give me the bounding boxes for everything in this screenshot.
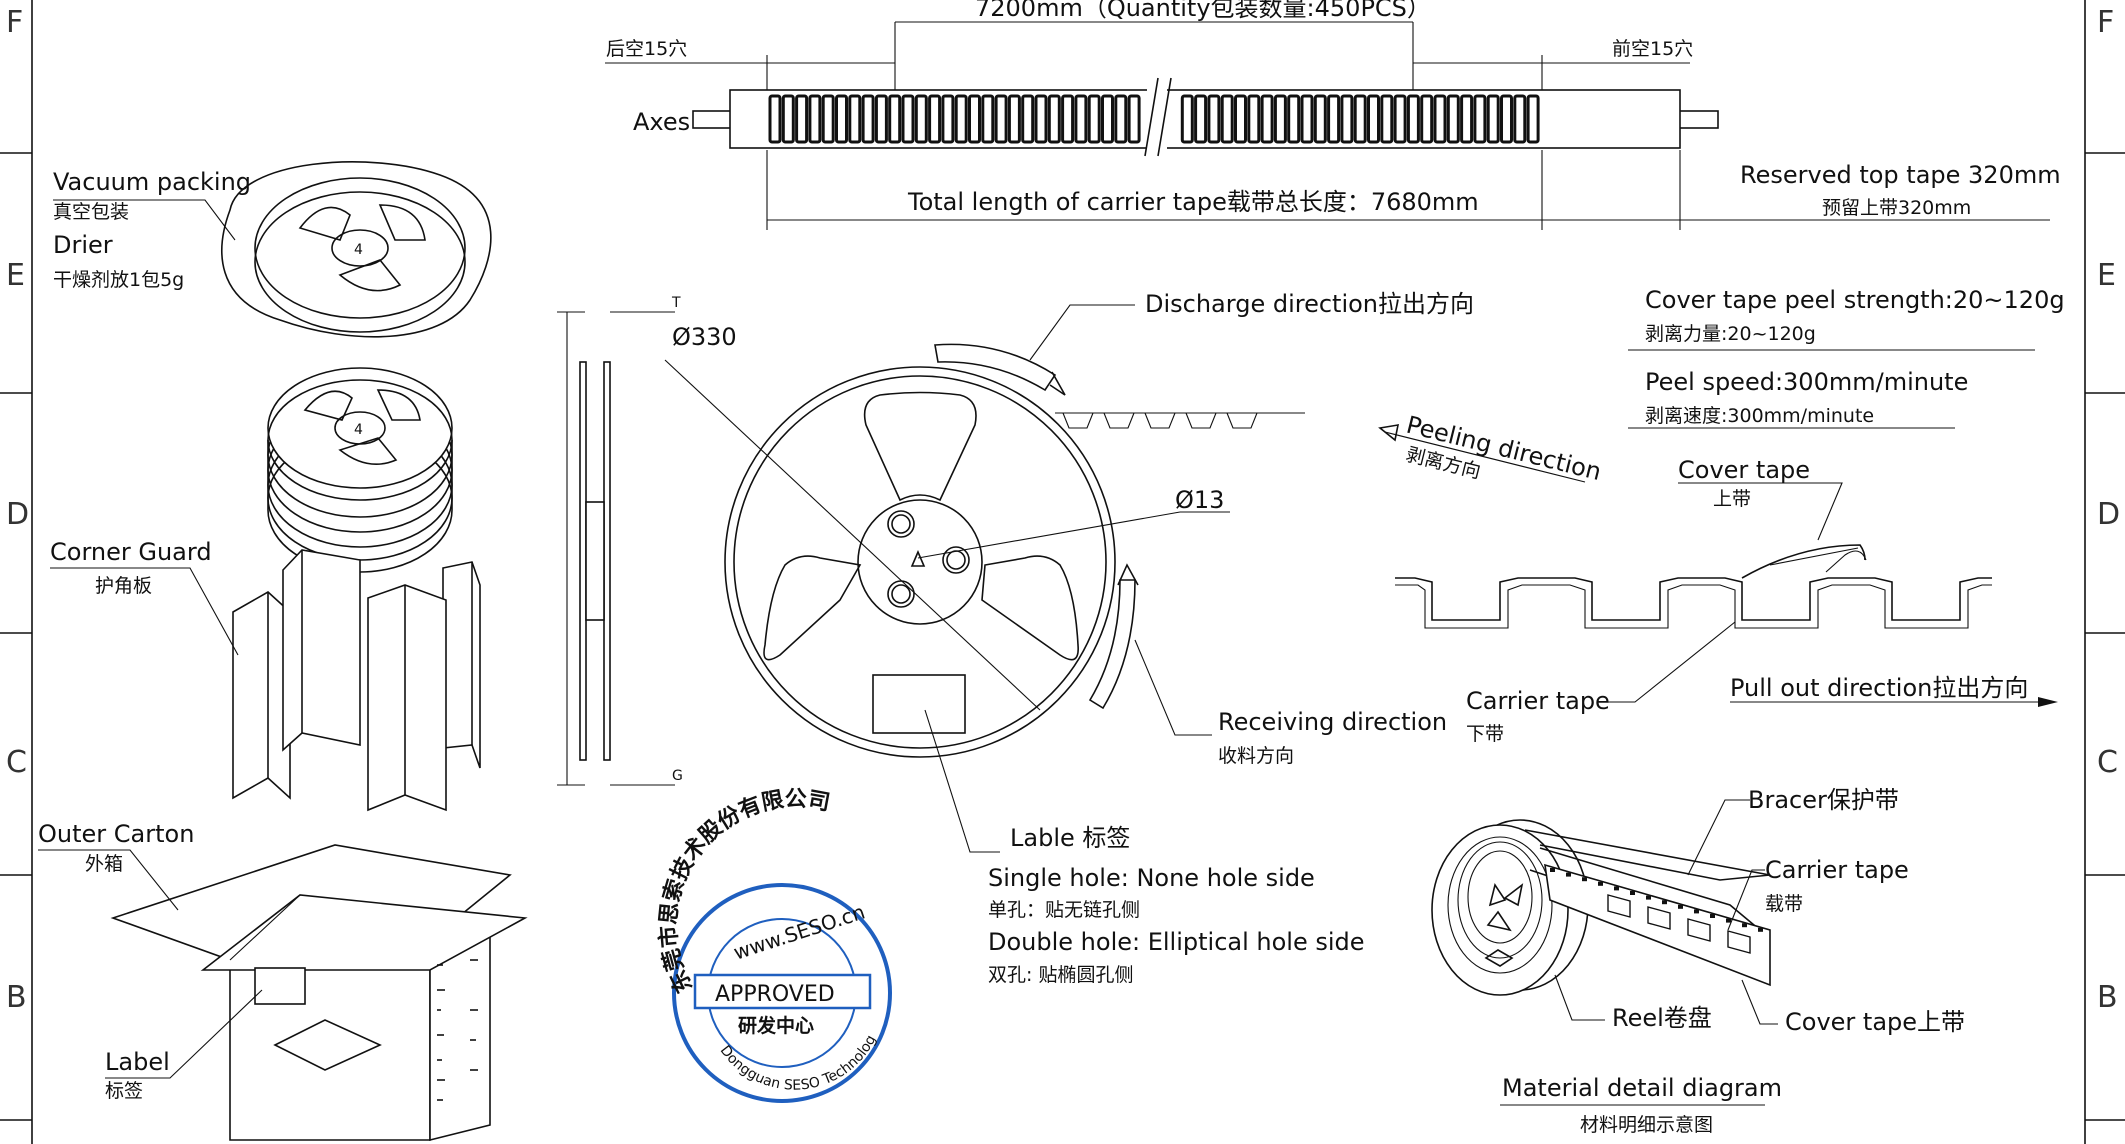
corner-guard-label: Corner Guard [50, 538, 212, 566]
outer-carton-label-cn: 外箱 [85, 853, 123, 875]
svg-text:4: 4 [354, 422, 363, 438]
material-cover-tape-label: Cover tape上带 [1785, 1008, 1965, 1036]
zone-left-e: E [6, 258, 25, 293]
single-hole-label: Single hole: None hole side [988, 864, 1315, 892]
front-empty-label: 前空15穴 [1612, 38, 1693, 60]
double-hole-label: Double hole: Elliptical hole side [988, 928, 1365, 956]
drier-label: Drier [53, 231, 113, 259]
vacuum-packing-label-cn: 真空包装 [53, 201, 129, 223]
vacuum-packing-label: Vacuum packing [53, 168, 251, 196]
carrier-tape-label: Carrier tape [1466, 687, 1610, 715]
material-diagram-title: Material detail diagram [1502, 1074, 1782, 1102]
label-label-cn: 标签 [105, 1080, 143, 1102]
reel-label: Reel卷盘 [1612, 1004, 1712, 1032]
total-length-label: Total length of carrier tape载带总长度：7680mm [907, 188, 1479, 216]
stacked-reels: 4 [267, 367, 453, 573]
carrier-tape-layout: 7200mm（Quantity包装数量:450PCS） 后空15穴 前空15穴 … [605, 0, 2061, 230]
cover-strength-label-cn: 剥离力量:20~120g [1645, 323, 1816, 345]
zone-right-c: C [2097, 745, 2118, 780]
single-hole-label-cn: 单孔：贴无链孔侧 [988, 899, 1140, 921]
drier-label-cn: 干燥剂放1包5g [53, 269, 184, 291]
stamp-approved: APPROVED [715, 982, 835, 1007]
zone-left-f: F [6, 5, 23, 40]
zone-right-f: F [2097, 5, 2114, 40]
reserved-top-label: Reserved top tape 320mm [1740, 161, 2061, 189]
reel-label-box [872, 674, 966, 734]
carrier-tape-label-cn: 下带 [1466, 723, 1504, 745]
reserved-top-label-cn: 预留上带320mm [1822, 197, 1971, 219]
tape-pockets [768, 94, 1540, 144]
cover-tape-label: Cover tape [1678, 456, 1810, 484]
peel-specification: Cover tape peel strength:20~120g 剥离力量:20… [1378, 286, 2065, 745]
back-empty-label: 后空15穴 [606, 38, 687, 60]
cover-strength-label: Cover tape peel strength:20~120g [1645, 286, 2065, 314]
corner-guard-label-cn: 护角板 [95, 575, 152, 597]
cover-tape-label-cn: 上带 [1713, 488, 1751, 510]
carton-side-marks [437, 959, 478, 1101]
zone-right-d: D [2097, 497, 2120, 532]
label-label: Label [105, 1048, 170, 1076]
zone-left-b: B [6, 980, 27, 1015]
diameter-13-label: Ø13 [1175, 486, 1224, 514]
peel-speed-label: Peel speed:300mm/minute [1645, 368, 1968, 396]
bracer-label: Bracer保护带 [1748, 786, 1899, 814]
svg-text:4: 4 [354, 242, 363, 258]
stamp-url: www.SESO.cn [730, 900, 867, 965]
carton-label [254, 967, 306, 1005]
zone-left-c: C [6, 745, 27, 780]
material-tape-holes [1550, 868, 1763, 954]
material-carrier-tape-label: Carrier tape [1765, 856, 1909, 884]
outer-carton-label: Outer Carton [38, 820, 194, 848]
double-hole-label-cn: 双孔: 贴椭圆孔侧 [988, 964, 1133, 986]
outer-carton: Outer Carton 外箱 Label 标签 [38, 820, 528, 1142]
reel-lable-label: Lable 标签 [1010, 824, 1130, 852]
axes-label: Axes [633, 108, 690, 136]
peel-speed-label-cn: 剥离速度:300mm/minute [1645, 405, 1874, 427]
quantity-label: 7200mm（Quantity包装数量:450PCS） [975, 0, 1431, 22]
reel-side-view: T G [557, 295, 683, 786]
peeling-direction-label: Peeling direction [1404, 411, 1605, 486]
stamp-dept: 研发中心 [738, 1014, 814, 1037]
pull-out-direction-label: Pull out direction拉出方向 [1730, 674, 2028, 702]
thickness-bottom-label: G [672, 768, 683, 784]
reel-front-view: Ø330 Ø13 Discharge direction拉出方向 Receivi… [664, 290, 1474, 986]
receiving-direction-label-cn: 收料方向 [1218, 745, 1294, 767]
vacuum-packing: 4 Vacuum packing 真空包装 Drier 干燥剂放1包5g [53, 161, 492, 338]
discharge-direction-label: Discharge direction拉出方向 [1145, 290, 1474, 318]
material-diagram-title-cn: 材料明细示意图 [1580, 1114, 1713, 1136]
zone-right-e: E [2097, 258, 2116, 293]
diameter-330-label: Ø330 [672, 323, 737, 351]
material-carrier-tape-label-cn: 载带 [1765, 893, 1803, 915]
thickness-top-label: T [671, 295, 681, 311]
zone-right-b: B [2097, 980, 2118, 1015]
material-detail-diagram: Bracer保护带 Carrier tape 载带 Reel卷盘 Cover t… [1431, 786, 1965, 1136]
receiving-direction-label: Receiving direction [1218, 708, 1447, 736]
corner-guards: Corner Guard 护角板 [50, 538, 481, 812]
zone-left-d: D [6, 497, 29, 532]
